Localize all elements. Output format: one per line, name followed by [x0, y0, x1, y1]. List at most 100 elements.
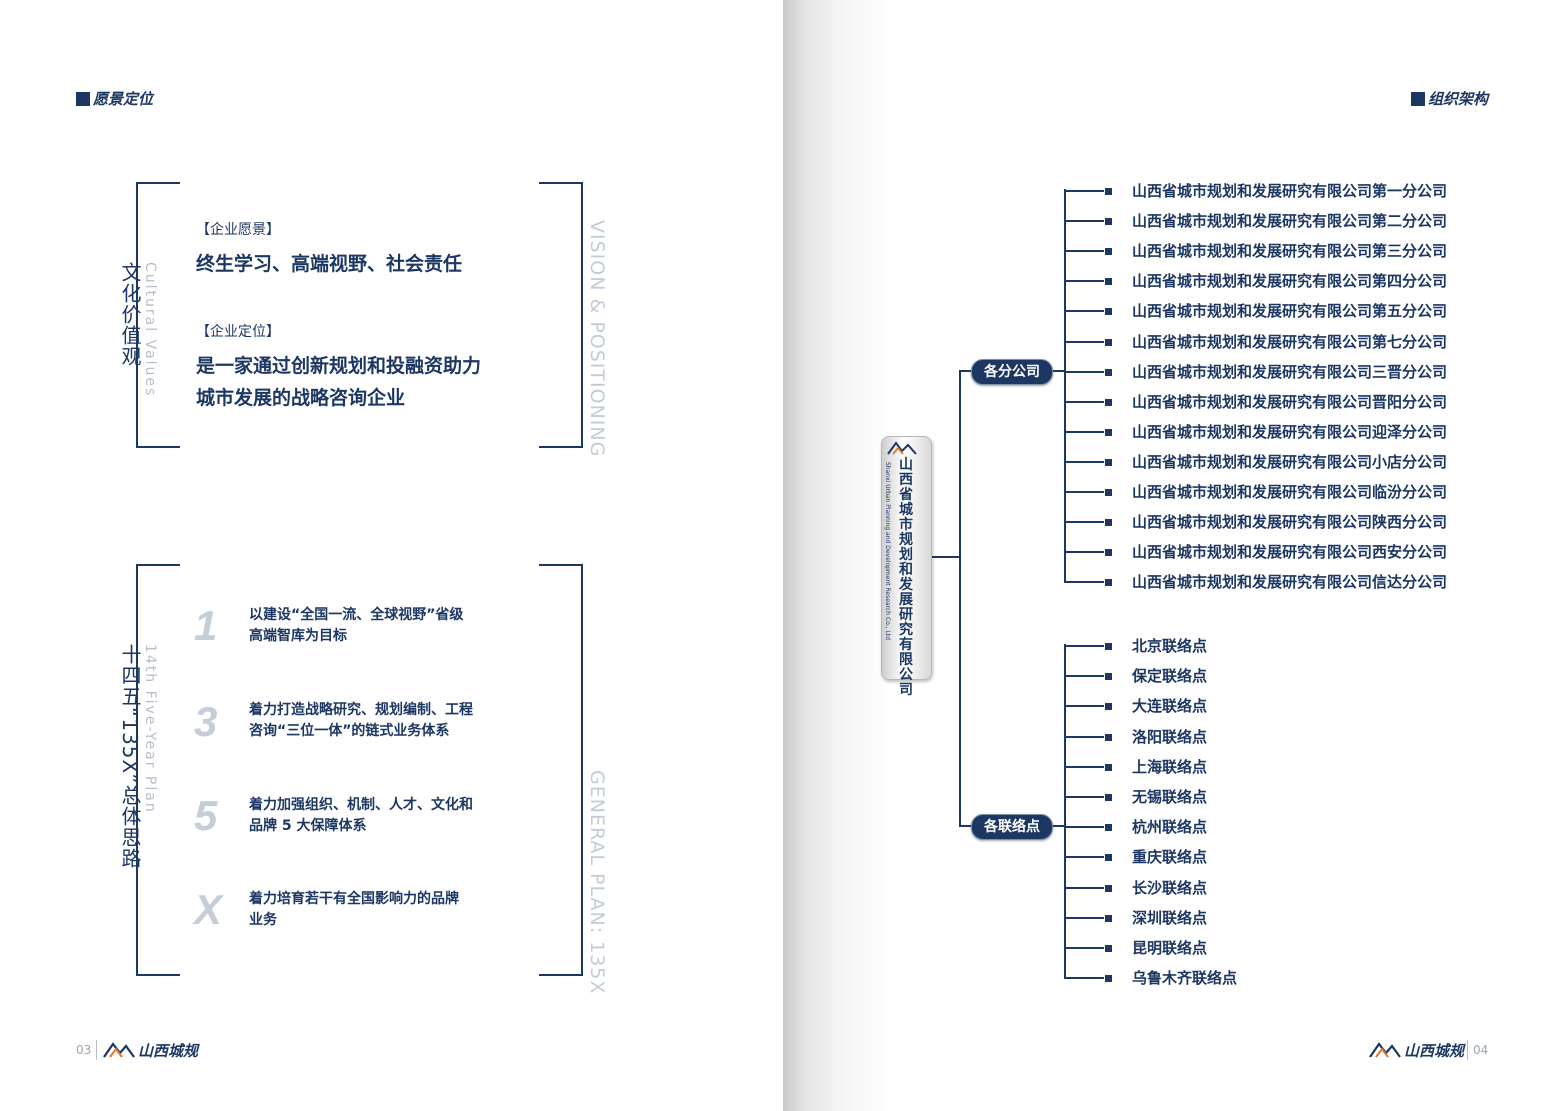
mountain-logo-icon — [1369, 1042, 1401, 1058]
connector-leaf — [1064, 796, 1104, 798]
page-number: 03 — [76, 1043, 92, 1057]
connector-leaf — [1064, 250, 1104, 253]
org-node-label: 山西省城市规划和发展研究有限公司第四分公司 — [1132, 272, 1448, 291]
section-title: 组织架构 — [1428, 90, 1489, 108]
connector-leaf — [1064, 675, 1104, 678]
section-title: 愿景定位 — [93, 90, 154, 108]
bullet-square-icon — [1105, 673, 1112, 681]
connector-leaf — [1064, 645, 1104, 647]
plan-item-line: 高端智库为目标 — [249, 628, 347, 644]
section-header-vision: 愿景定位 — [76, 88, 153, 109]
plan-item-line: 着力培育若干有全国影响力的品牌 — [249, 891, 459, 907]
positioning-tag: 【企业定位】 — [196, 324, 280, 340]
left-page: 愿景定位 文化价值观 Cultural Values VISION & POSI… — [76, 88, 608, 1060]
org-node-label: 上海联络点 — [1132, 757, 1208, 776]
org-node-label: 山西省城市规划和发展研究有限公司晋阳分公司 — [1132, 392, 1448, 411]
org-node-label: 无锡联络点 — [1132, 788, 1208, 806]
square-icon — [1411, 91, 1425, 106]
plan-number: X — [194, 886, 223, 933]
connector-leaf — [1064, 220, 1104, 223]
connector-leaf — [1064, 370, 1104, 373]
bracket-right-culture — [539, 182, 583, 448]
brand-logo: 山西城规 — [1404, 1042, 1465, 1060]
plan-number: 5 — [194, 792, 218, 839]
connector-leaf — [1064, 430, 1104, 433]
org-node-label: 昆明联络点 — [1132, 939, 1208, 957]
footer-divider — [1467, 1040, 1468, 1060]
footer-divider — [96, 1040, 97, 1060]
connector-branch-spine — [1064, 189, 1066, 581]
bullet-square-icon — [1105, 733, 1112, 741]
bullet-square-icon — [1105, 914, 1112, 922]
connector-leaf — [1064, 190, 1104, 192]
connector-leaf — [1064, 491, 1104, 493]
bullet-square-icon — [1105, 368, 1112, 376]
connector-liaison-group — [959, 825, 973, 827]
org-node-label: 山西省城市规划和发展研究有限公司临汾分公司 — [1132, 483, 1448, 501]
connector-leaf — [1064, 581, 1104, 584]
bullet-square-icon — [1105, 338, 1112, 346]
org-node-label: 北京联络点 — [1132, 637, 1208, 655]
square-icon — [76, 91, 90, 106]
bullet-square-icon — [1105, 489, 1112, 496]
plan-item-line: 业务 — [249, 912, 277, 928]
connector-leaf — [1064, 735, 1104, 738]
org-node-label: 保定联络点 — [1132, 667, 1208, 686]
bullet-square-icon — [1105, 763, 1112, 771]
org-node-label: 山西省城市规划和发展研究有限公司第二分公司 — [1132, 212, 1448, 231]
org-node-label: 山西省城市规划和发展研究有限公司第一分公司 — [1132, 182, 1448, 200]
connector-branch-group — [959, 370, 973, 372]
plan-title-en: 14th Five-Year Plan — [142, 644, 158, 814]
org-node-label: 山西省城市规划和发展研究有限公司陕西分公司 — [1132, 513, 1448, 532]
plan-item-line: 品牌 5 大保障体系 — [249, 818, 367, 834]
bullet-square-icon — [1105, 519, 1112, 527]
bullet-square-icon — [1105, 794, 1112, 801]
plan-item-line: 咨询“三位一体”的链式业务体系 — [249, 723, 450, 739]
plan-title-cn: 十四五“135X”总体思路 — [118, 644, 142, 869]
bullet-square-icon — [1105, 308, 1112, 316]
bullet-square-icon — [1105, 824, 1112, 832]
org-root-name: 山西省城市规划和发展研究有限公司 — [899, 457, 913, 698]
org-node-label: 山西省城市规划和发展研究有限公司三晋分公司 — [1132, 362, 1448, 381]
bullet-square-icon — [1105, 854, 1112, 862]
positioning-line-1: 是一家通过创新规划和投融资助力 — [196, 355, 482, 377]
org-node-label: 山西省城市规划和发展研究有限公司第五分公司 — [1132, 302, 1448, 321]
org-node-label: 重庆联络点 — [1132, 848, 1208, 867]
page-number: 04 — [1473, 1043, 1489, 1057]
bullet-square-icon — [1105, 549, 1112, 557]
bullet-square-icon — [1105, 278, 1112, 286]
liaison-group-label: 各联络点 — [971, 814, 1053, 840]
plan-item-5: 着力加强组织、机制、人才、文化和 品牌 5 大保障体系 — [249, 795, 539, 837]
plan-item-1: 以建设“全国一流、全球视野”省级 高端智库为目标 — [249, 605, 539, 647]
connector-root — [930, 556, 960, 558]
bracket-left-culture — [136, 182, 180, 448]
org-node-label: 洛阳联络点 — [1132, 727, 1208, 746]
plan-item-line: 以建设“全国一流、全球视野”省级 — [249, 607, 464, 623]
plan-side-label: GENERAL PLAN: 135X — [586, 770, 608, 995]
bullet-square-icon — [1105, 188, 1112, 195]
connector-leaf — [1064, 551, 1104, 554]
branch-group-label: 各分公司 — [971, 359, 1053, 385]
connector-leaf — [1064, 521, 1104, 524]
vision-text: 终生学习、高端视野、社会责任 — [196, 253, 463, 275]
mountain-logo-icon — [103, 1042, 135, 1058]
bullet-square-icon — [1105, 643, 1112, 650]
connector-liaison-spine — [1064, 644, 1066, 977]
connector-leaf — [1064, 916, 1104, 919]
bullet-square-icon — [1105, 398, 1112, 406]
bullet-square-icon — [1105, 428, 1112, 436]
org-node-label: 山西省城市规划和发展研究有限公司小店分公司 — [1132, 452, 1448, 471]
bracket-right-plan — [539, 564, 583, 976]
bullet-square-icon — [1105, 975, 1112, 983]
bullet-square-icon — [1105, 218, 1112, 226]
plan-number: 1 — [194, 602, 218, 649]
plan-number: 3 — [194, 698, 218, 745]
connector-trunk — [959, 370, 961, 827]
plan-item-line: 着力打造战略研究、规划编制、工程 — [249, 702, 473, 718]
org-node-label: 大连联络点 — [1132, 697, 1208, 716]
connector-leaf — [1064, 826, 1104, 829]
bullet-square-icon — [1105, 458, 1112, 466]
connector-leaf — [1064, 886, 1104, 889]
plan-item-x: 着力培育若干有全国影响力的品牌 业务 — [249, 889, 539, 931]
connector-leaf — [1064, 340, 1104, 343]
